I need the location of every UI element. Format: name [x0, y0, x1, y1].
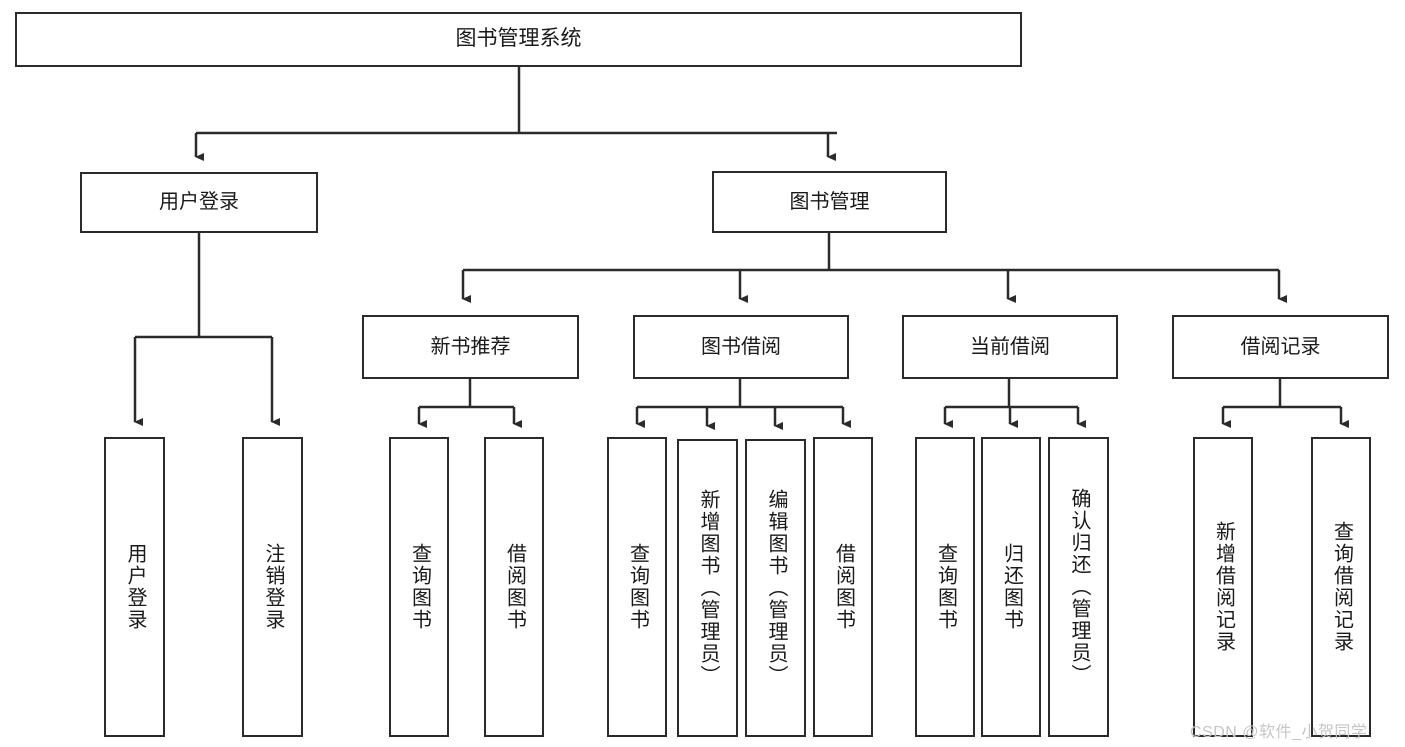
leaf-query-book-2[interactable]: 查询图书: [607, 437, 667, 737]
node-book-management-label: 图书管理: [789, 190, 870, 213]
leaf-user-login[interactable]: 用户登录: [104, 437, 165, 737]
leaf-borrow-book-2-label: 借阅图书: [832, 543, 855, 631]
leaf-confirm-return-label: 确认归还（管理员）: [1068, 488, 1090, 686]
node-current-borrow-label: 当前借阅: [970, 335, 1050, 358]
node-root[interactable]: 图书管理系统: [15, 12, 1022, 67]
leaf-edit-book-label: 编辑图书（管理员）: [765, 489, 787, 687]
leaf-add-book-label: 新增图书（管理员）: [697, 489, 719, 687]
leaf-query-book-3-label: 查询图书: [934, 543, 957, 631]
leaf-user-login-label: 用户登录: [124, 543, 146, 631]
leaf-borrow-book-2[interactable]: 借阅图书: [813, 437, 873, 737]
leaf-query-record-label: 查询借阅记录: [1330, 521, 1353, 653]
node-root-label: 图书管理系统: [455, 27, 582, 51]
leaf-query-book-3[interactable]: 查询图书: [915, 437, 975, 737]
leaf-return-book-label: 归还图书: [1000, 543, 1023, 631]
node-book-management[interactable]: 图书管理: [712, 171, 947, 233]
leaf-add-record[interactable]: 新增借阅记录: [1193, 437, 1253, 737]
leaf-edit-book[interactable]: 编辑图书（管理员）: [745, 439, 806, 737]
node-current-borrow[interactable]: 当前借阅: [902, 315, 1118, 379]
leaf-return-book[interactable]: 归还图书: [981, 437, 1041, 737]
leaf-logout-login[interactable]: 注销登录: [242, 437, 303, 737]
leaf-query-record[interactable]: 查询借阅记录: [1311, 437, 1371, 737]
watermark: CSDN @软件_小贺同学: [1190, 724, 1368, 741]
leaf-confirm-return[interactable]: 确认归还（管理员）: [1048, 437, 1109, 737]
leaf-logout-login-label: 注销登录: [262, 543, 284, 631]
leaf-add-book[interactable]: 新增图书（管理员）: [677, 439, 738, 737]
leaf-query-book-1-label: 查询图书: [408, 543, 431, 631]
node-borrow-record-label: 借阅记录: [1240, 335, 1321, 358]
node-borrow-record[interactable]: 借阅记录: [1172, 315, 1389, 379]
leaf-add-record-label: 新增借阅记录: [1212, 521, 1235, 653]
node-user-login[interactable]: 用户登录: [80, 172, 318, 233]
leaf-borrow-book-1-label: 借阅图书: [503, 543, 526, 631]
leaf-query-book-2-label: 查询图书: [626, 543, 649, 631]
node-book-borrow[interactable]: 图书借阅: [633, 315, 849, 379]
node-book-borrow-label: 图书借阅: [701, 335, 781, 358]
node-user-login-label: 用户登录: [159, 191, 239, 213]
leaf-query-book-1[interactable]: 查询图书: [389, 437, 449, 737]
leaf-borrow-book-1[interactable]: 借阅图书: [484, 437, 544, 737]
node-new-book-recommend-label: 新书推荐: [430, 335, 511, 358]
node-new-book-recommend[interactable]: 新书推荐: [362, 315, 579, 379]
